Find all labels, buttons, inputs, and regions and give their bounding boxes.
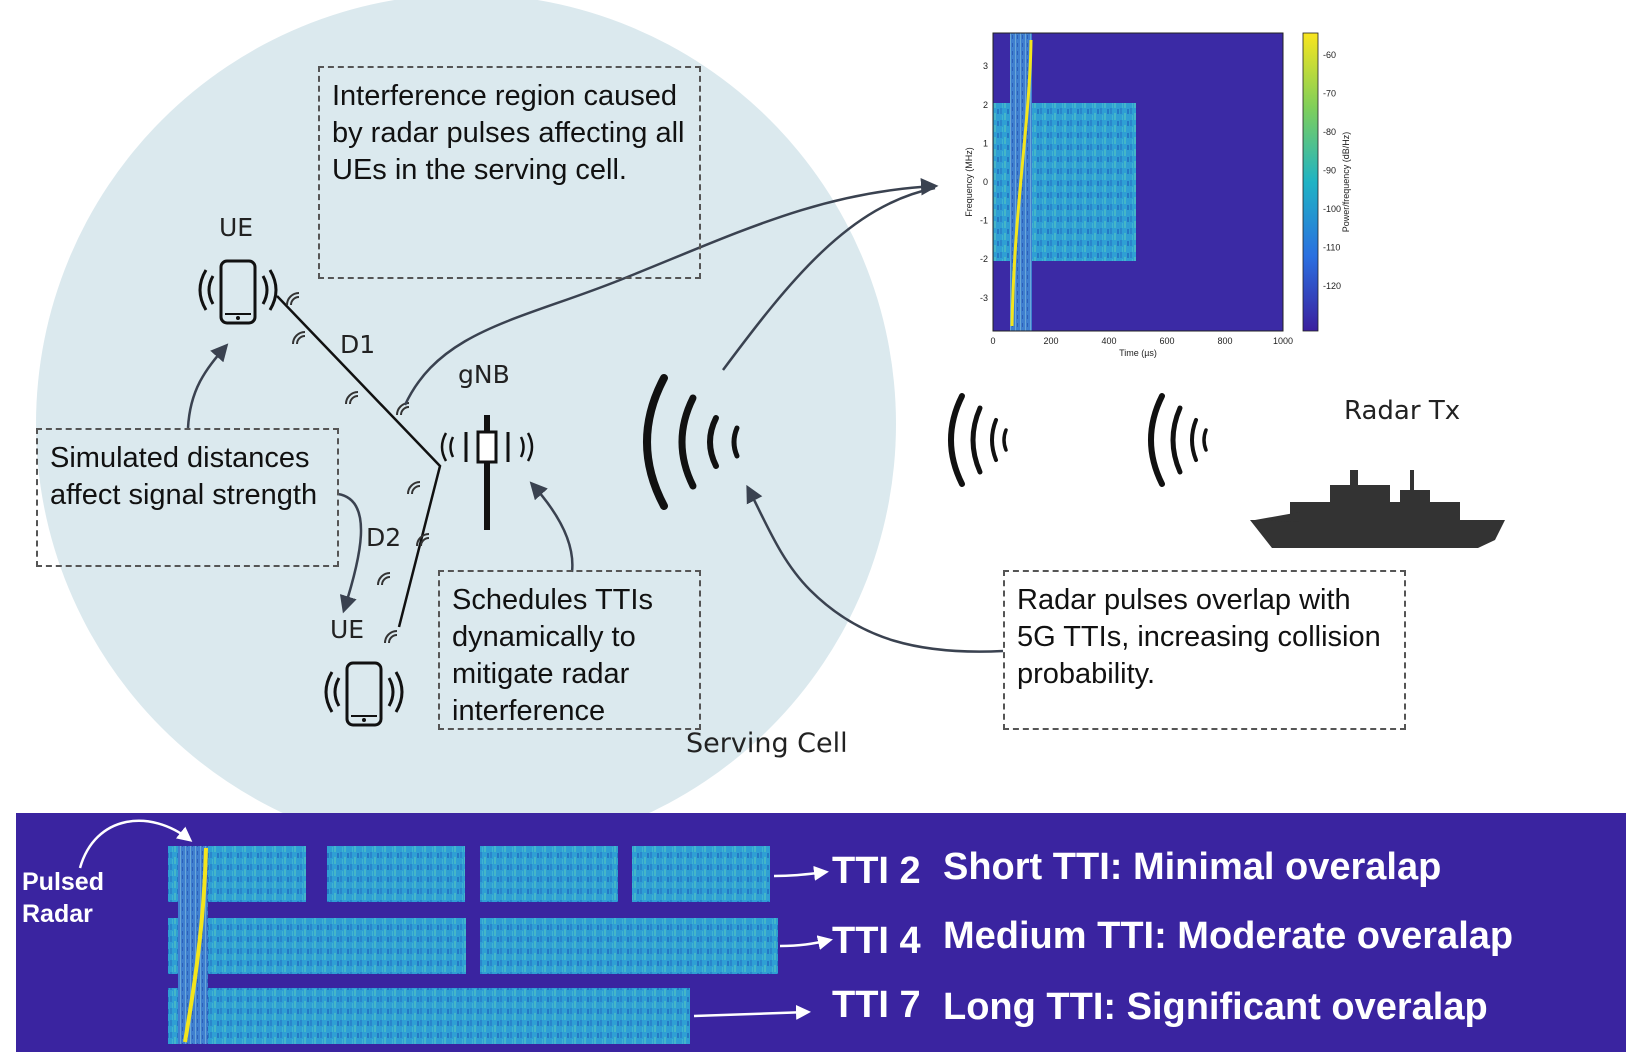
arrow-tti-7 [693,1004,811,1020]
gnb-label: gNB [458,360,510,389]
ue-top-label: UE [219,213,254,242]
tti-7-description: Long TTI: Significant overalap [943,986,1488,1028]
radar-tx-label: Radar Tx [1344,396,1461,426]
ue-to-gnb-link [276,295,442,628]
colorbar-tick: -110 [1323,243,1340,253]
spectrogram-y-tick: 3 [983,61,988,71]
colorbar-tick: -80 [1323,127,1336,137]
wifi-signal-icon [286,292,430,644]
tti-row-7-blocks [168,988,690,1044]
tti-4-label: TTI 4 [832,920,921,962]
spectrogram-x-tick: 200 [1043,336,1058,346]
colorbar-tick: -100 [1323,204,1341,214]
tti-2-description: Short TTI: Minimal overalap [943,846,1442,888]
spectrogram-xlabel: Time (µs) [1119,348,1157,358]
colorbar-tick: -70 [1323,89,1336,99]
simulated-distances-annotation: Simulated distances affect signal streng… [36,428,339,567]
schedules-annotation: Schedules TTIs dynamically to mitigate r… [438,570,701,730]
ship-icon [1250,470,1505,548]
ue-bottom-phone-icon [324,661,404,727]
arrow-link-to-spectrogram [403,177,939,406]
radar-wave-icon [643,374,1208,510]
pulsed-radar-label: Pulsed Radar [22,868,104,928]
ue-bottom-label: UE [330,615,365,644]
arrow-simulated-to-ue-bottom [337,492,363,614]
arrow-pulsed-radar [78,819,193,869]
spectrogram-y-tick: -2 [980,254,988,264]
tti-4-description: Medium TTI: Moderate overalap [943,915,1514,957]
arrow-tti-2 [773,865,829,881]
spectrogram-colorbar [1302,32,1319,332]
spectrogram-x-ticks: 0 200 400 600 800 1000 [990,336,1293,346]
spectrogram-x-tick: 400 [1101,336,1116,346]
arrow-simulated-to-ue-top [186,343,229,429]
spectrogram-x-tick: 1000 [1273,336,1293,346]
spectrogram-x-tick: 0 [990,336,995,346]
spectrogram-figure: 0 200 400 600 800 1000 3 2 1 0 -1 -2 -3 Time (µs) F… [964,32,1351,358]
spectrogram-y-tick: 0 [983,177,988,187]
arrow-overlap-to-radar [746,484,1004,653]
tti-row-4-blocks [168,918,778,974]
pulsed-radar-chirp [183,847,208,1043]
spectrogram-chirp-line [1010,39,1033,327]
colorbar-tick: -120 [1323,281,1341,291]
spectrogram-y-tick: -3 [980,293,988,303]
arrow-tti-4 [779,935,833,950]
arrow-schedules-to-gnb [529,481,574,573]
spectrogram-x-tick: 800 [1217,336,1232,346]
spectrogram-y-tick: 2 [983,100,988,110]
arrow-radar-to-spectrogram [721,186,936,371]
serving-cell-region [36,0,896,854]
spectrogram-y-tick: 1 [983,138,988,148]
spectrogram-colorbar-label: Power/frequency (dB/Hz) [1341,132,1351,233]
spectrogram-y-ticks: 3 2 1 0 -1 -2 -3 [980,61,988,303]
spectrogram-axes-border [992,32,1284,332]
tti-2-label: TTI 2 [832,850,921,892]
spectrogram-y-tick: -1 [980,216,988,226]
d2-label: D2 [366,523,402,552]
overlap-annotation: Radar pulses overlap with 5G TTIs, incre… [1003,570,1406,730]
tti-7-label: TTI 7 [832,984,921,1026]
serving-cell-label: Serving Cell [686,728,848,759]
ue-top-phone-icon [198,259,278,325]
spectrogram-colorbar-ticks: -60 -70 -80 -90 -100 -110 -120 [1323,50,1341,291]
spectrogram-x-tick: 600 [1159,336,1174,346]
spectrogram-ylabel: Frequency (MHz) [964,147,974,217]
colorbar-tick: -60 [1323,50,1336,60]
antenna-tower-icon [440,415,534,530]
colorbar-tick: -90 [1323,166,1336,176]
interference-annotation: Interference region caused by radar puls… [318,66,701,279]
d1-label: D1 [340,330,376,359]
